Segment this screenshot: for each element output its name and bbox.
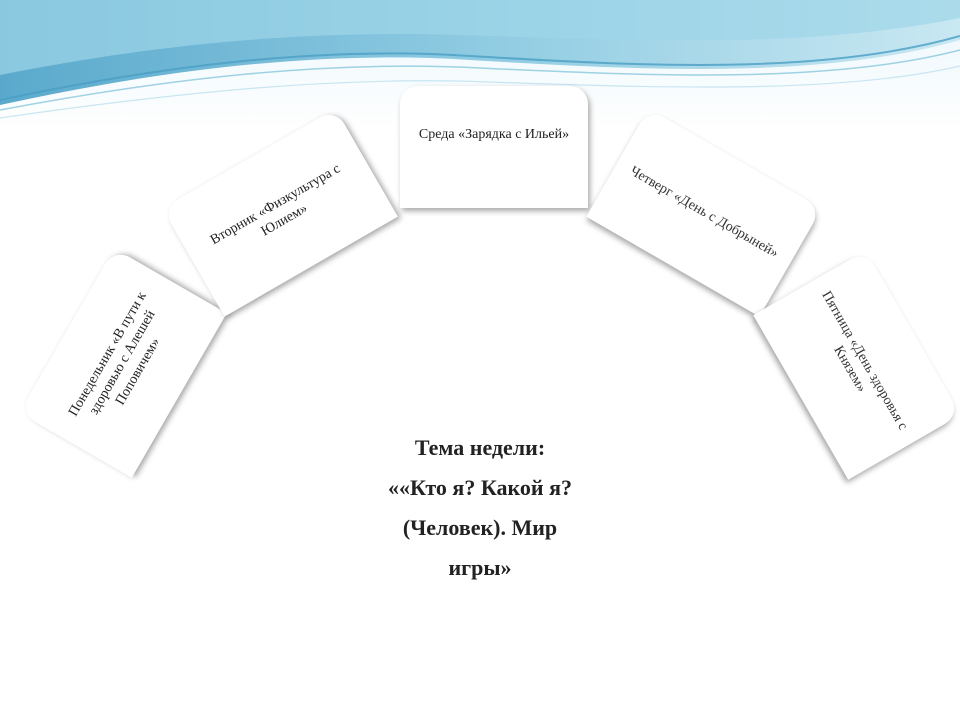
card-wednesday-text: Среда «Зарядка с Ильей»	[418, 127, 570, 142]
theme-line-1: Тема недели:	[414, 435, 546, 460]
card-friday-text: Пятница «День здоровья с Князем»	[818, 288, 911, 433]
card-thursday-text: Четверг «День с Добрыней»	[627, 163, 781, 261]
card-thursday: Четверг «День с Добрыней»	[586, 108, 822, 317]
card-monday: Понедельник «В пути к здоровью с Алешей …	[19, 248, 227, 478]
week-theme: Тема недели: ««Кто я? Какой я? (Человек)…	[330, 428, 630, 588]
card-tuesday: Вторник «Физкультура с Юлием»	[162, 108, 398, 317]
card-tuesday-text: Вторник «Физкультура с Юлием»	[207, 161, 344, 249]
theme-line-2: ««Кто я? Какой я?	[388, 475, 572, 500]
header-wave-decoration	[0, 0, 960, 130]
theme-line-3: (Человек). Мир	[402, 515, 558, 540]
card-wednesday: Среда «Зарядка с Ильей»	[400, 86, 588, 208]
theme-line-4: игры»	[448, 555, 512, 580]
card-friday: Пятница «День здоровья с Князем»	[753, 250, 960, 480]
card-monday-text: Понедельник «В пути к здоровью с Алешей …	[65, 289, 164, 419]
